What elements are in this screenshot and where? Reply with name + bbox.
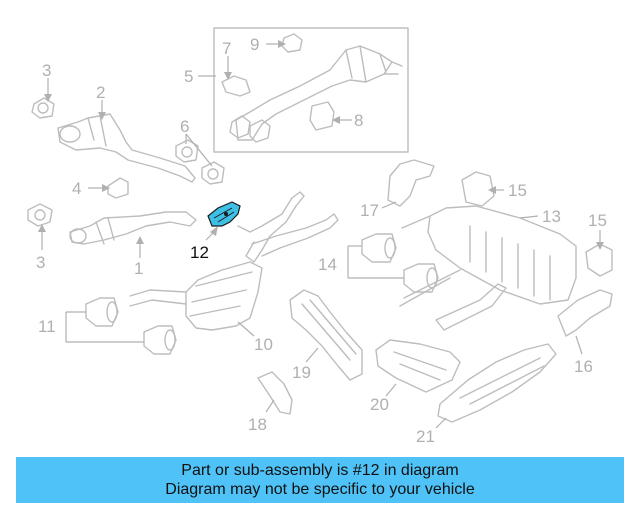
inset-box [213,27,409,153]
callout-15-top: 15 [508,181,527,200]
callout-12[interactable]: 12 [190,243,209,262]
callout-1: 1 [134,259,143,278]
part-2-front-pipe [57,113,196,183]
callout-11: 11 [38,317,56,336]
part-14-clamps [361,233,439,293]
part-18-heat-shield [257,371,293,415]
part-16-tailpipe [557,289,613,337]
info-banner: Part or sub-assembly is #12 in diagram D… [16,457,624,503]
exhaust-system-diagram: 3 2 6 4 3 1 5 7 9 8 12 17 13 15 15 14 11… [27,27,613,446]
callout-18: 18 [248,415,267,434]
callout-7: 7 [222,39,231,58]
callout-13: 13 [542,207,561,226]
callout-17: 17 [360,201,379,220]
banner-line-2: Diagram may not be specific to your vehi… [165,481,475,498]
callout-10: 10 [254,335,273,354]
part-9-hanger [281,33,303,53]
callout-14: 14 [318,255,337,274]
callout-9: 9 [250,35,259,54]
part-21-heat-shield [437,343,557,423]
callout-15-right: 15 [588,211,607,230]
part-7-hanger [221,75,251,97]
callout-3-bottom: 3 [36,253,45,272]
part-3-gasket-bottom [27,203,53,227]
part-5-y-pipe [229,45,403,143]
callout-5: 5 [184,67,193,86]
banner-line-1: Part or sub-assembly is #12 in diagram [181,462,459,479]
callout-labels: 3 2 6 4 3 1 5 7 9 8 12 17 13 15 15 14 11… [36,35,607,446]
part-1-pipe [69,211,197,245]
part-12-hanger-highlighted [207,201,241,227]
part-20-heat-shield [375,339,461,393]
leader-lines [38,40,604,429]
part-15-bracket-bottom [585,243,613,277]
callout-8: 8 [354,111,363,130]
callout-2: 2 [96,83,105,102]
callout-19: 19 [292,363,311,382]
part-10-center-pipe [129,191,339,331]
callout-4: 4 [72,179,81,198]
part-4-bracket [107,177,129,199]
callout-20: 20 [370,395,389,414]
part-19-heat-shield [289,289,363,381]
callout-21: 21 [416,427,435,446]
part-11-clamps [85,297,177,355]
callout-16: 16 [574,357,593,376]
part-8-isolator [309,101,335,131]
part-17-tailpipe [387,159,435,207]
callout-3-top: 3 [42,61,51,80]
part-3-gasket-top [31,97,55,119]
part-6-gaskets [175,139,225,185]
callout-6: 6 [180,117,189,136]
part-15-bracket-top [461,171,495,207]
